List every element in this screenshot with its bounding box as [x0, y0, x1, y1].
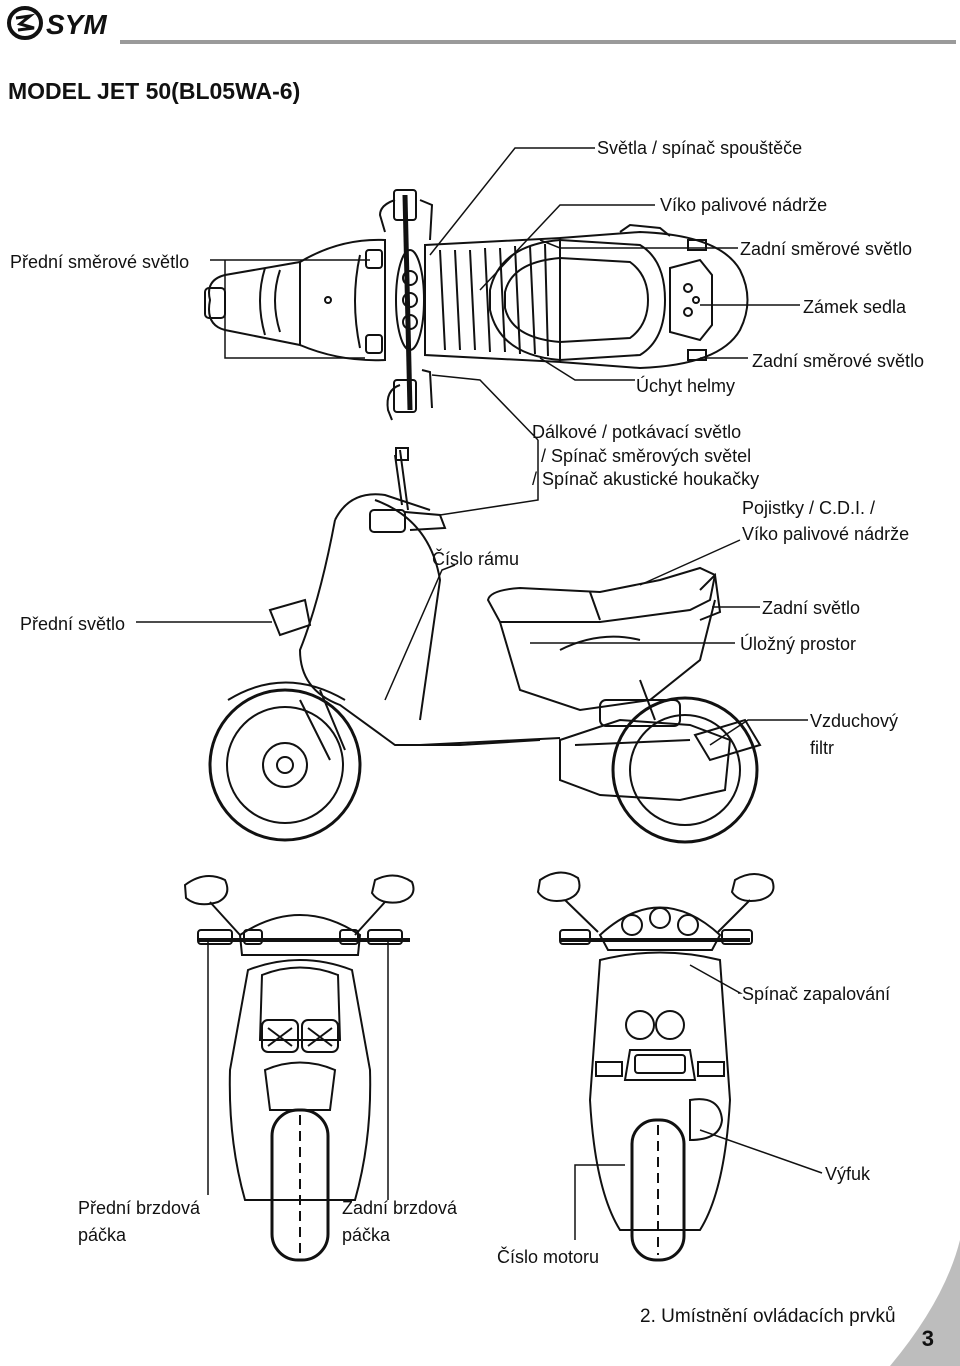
- top-view-scooter: [204, 189, 749, 421]
- label-dalkove-line2: / Spínač směrových světel: [541, 446, 752, 466]
- label-vyfuk: Výfuk: [825, 1164, 871, 1184]
- label-packa-predni: páčka: [78, 1225, 127, 1245]
- page-number: 3: [921, 1326, 934, 1351]
- label-pojistky-line2: Víko palivové nádrže: [742, 524, 910, 544]
- section-footer: 2. Umístnění ovládacích prvků: [640, 1306, 896, 1327]
- label-predni-smerove-svetlo: Přední směrové světlo: [10, 252, 190, 272]
- label-zadni-svetlo: Zadní světlo: [762, 598, 861, 618]
- label-zamek-sedla: Zámek sedla: [803, 297, 907, 317]
- label-zadni-smerove-svetlo-2: Zadní směrové světlo: [752, 351, 925, 371]
- label-packa-zadni: páčka: [342, 1225, 391, 1245]
- label-spinac-zapalovani: Spínač zapalování: [742, 984, 891, 1004]
- label-svetla-spinac: Světla / spínač spouštěče: [597, 138, 803, 158]
- side-view-scooter: [208, 447, 762, 844]
- label-uchyt-helmy: Úchyt helmy: [636, 376, 736, 396]
- label-cislo-ramu: Číslo rámu: [432, 549, 520, 569]
- sym-logo: SYM: [7, 6, 107, 40]
- label-zadni-smerove-svetlo-1: Zadní směrové světlo: [740, 239, 913, 259]
- label-ulozny-prostor: Úložný prostor: [740, 634, 857, 654]
- page-corner-curl: [890, 1240, 960, 1366]
- label-predni-brzdova: Přední brzdová: [78, 1198, 201, 1218]
- label-vzduchovy: Vzduchový: [810, 711, 899, 731]
- label-filtr: filtr: [810, 738, 834, 758]
- rear-view-scooter: [536, 871, 775, 1262]
- label-dalkove-line1: Dálkové / potkávací světlo: [532, 422, 742, 442]
- front-view-scooter: [183, 874, 415, 1262]
- label-viko-palivove-top: Víko palivové nádrže: [660, 195, 828, 215]
- label-pojistky-line1: Pojistky / C.D.I. /: [742, 498, 876, 518]
- label-zadni-brzdova: Zadní brzdová: [342, 1198, 458, 1218]
- label-dalkove-line3: / Spínač akustické houkačky: [532, 469, 760, 489]
- brand-name: SYM: [46, 9, 107, 40]
- label-predni-svetlo: Přední světlo: [20, 614, 126, 634]
- header-rule: [120, 40, 956, 44]
- leader-lines: [136, 147, 823, 1240]
- page-title: MODEL JET 50(BL05WA-6): [8, 78, 301, 104]
- label-cislo-motoru: Číslo motoru: [497, 1247, 600, 1267]
